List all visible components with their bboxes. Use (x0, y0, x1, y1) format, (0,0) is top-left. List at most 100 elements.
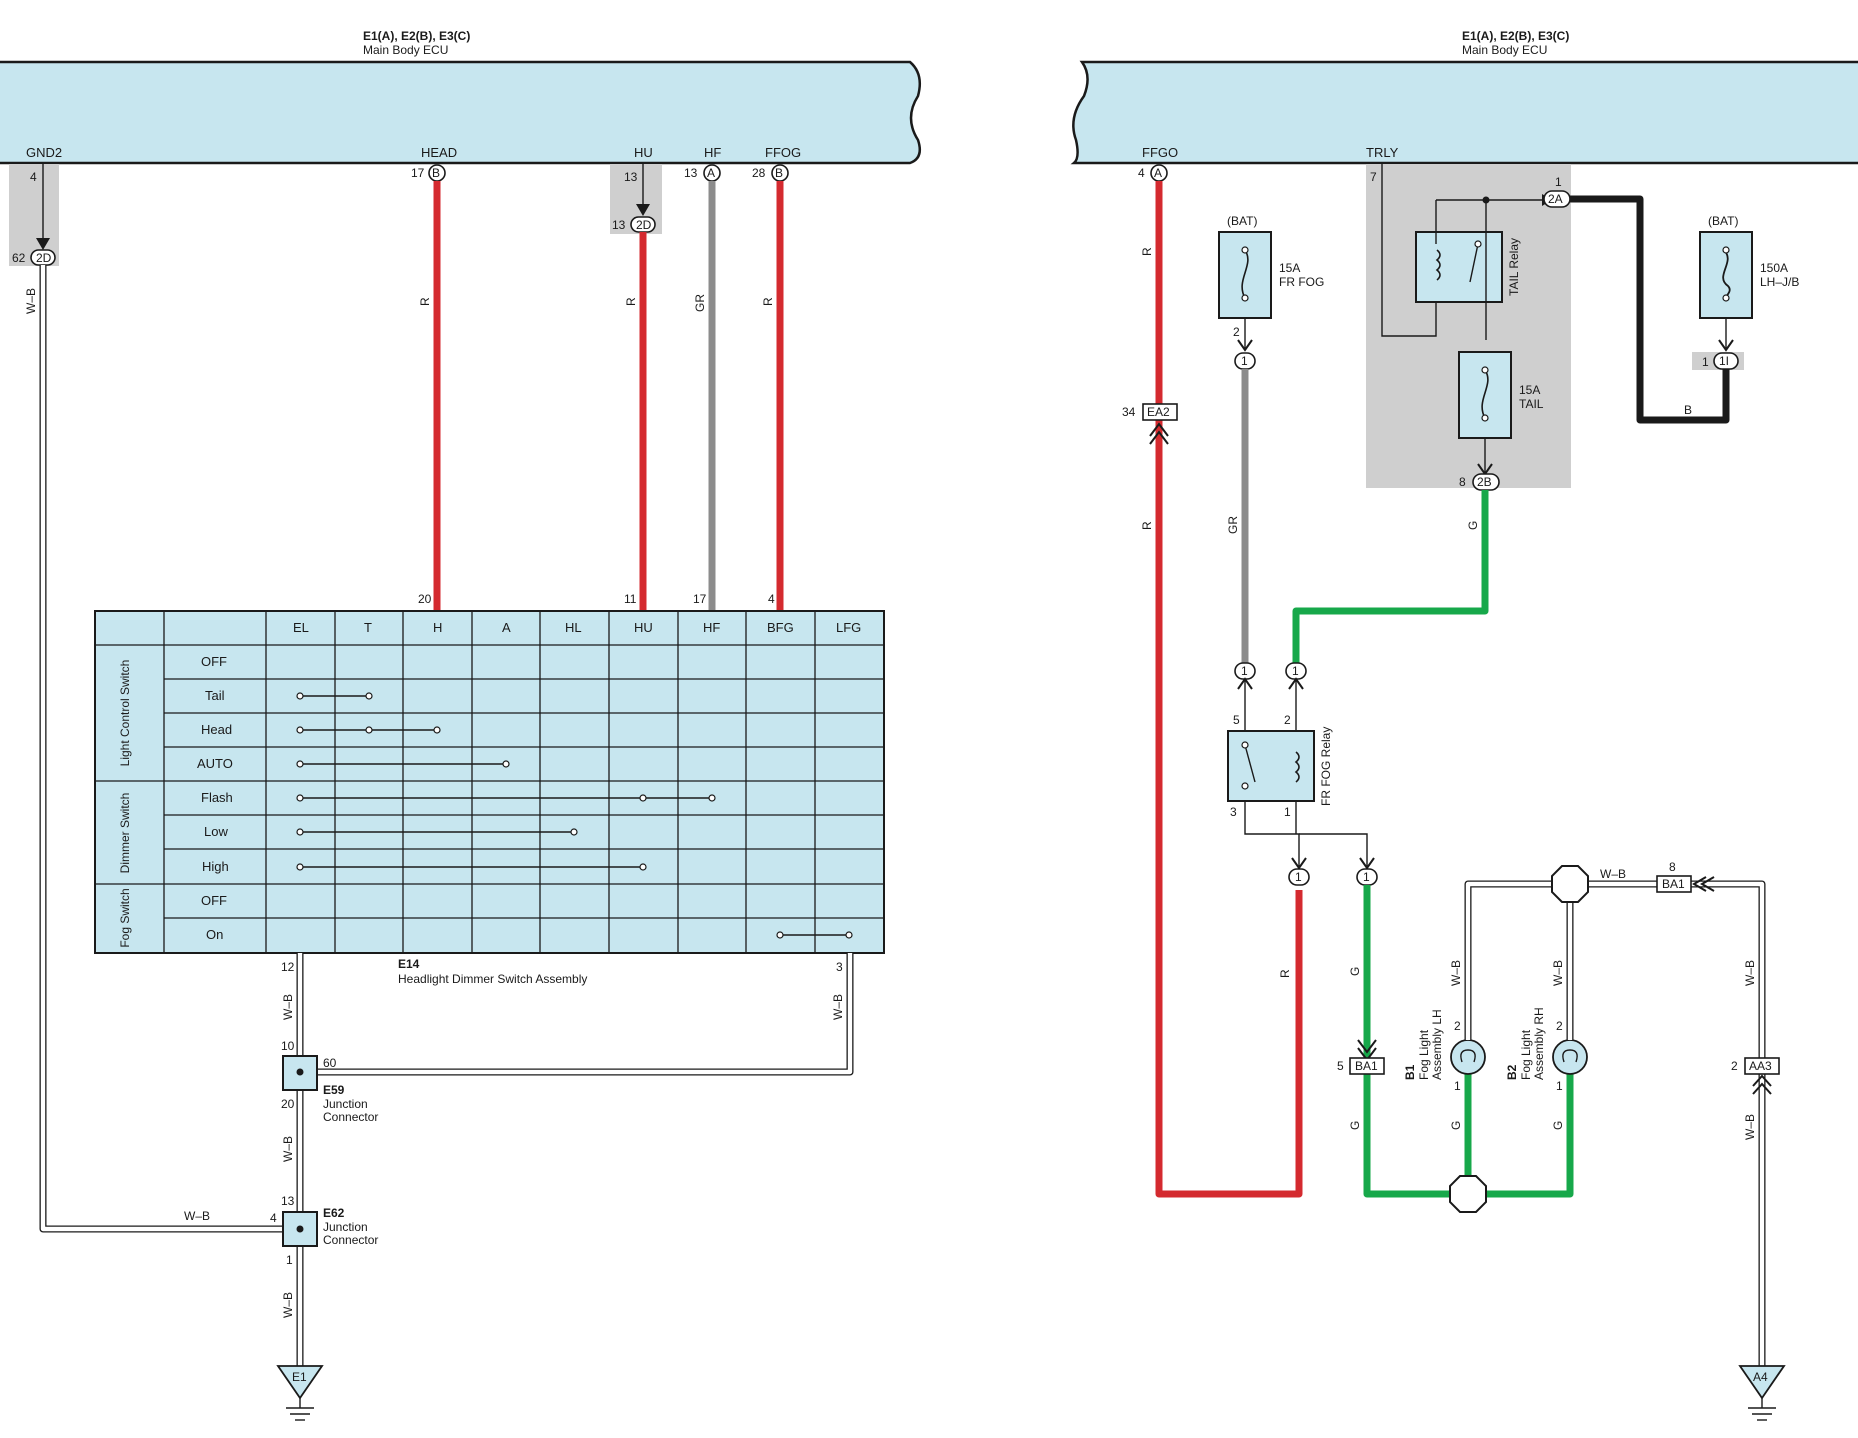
wire-lamp-rh-color: G (1551, 1121, 1565, 1130)
wire-b (1570, 195, 1730, 424)
fog-relay-out-conn-1 (1288, 868, 1310, 886)
trly-pin-num: 7 (1370, 170, 1377, 184)
row-low: Low (204, 824, 228, 839)
tail-amp: 15A (1519, 383, 1540, 397)
pin-head: HEAD (421, 145, 457, 160)
relay-frfog (1227, 730, 1315, 802)
wb-wires-right (1464, 880, 1766, 1384)
pin-trly: TRLY (1366, 145, 1399, 160)
lhjb-amp: 150A (1760, 261, 1788, 275)
sw-top-pin-4: 4 (768, 592, 775, 606)
fog-relay-p2: 2 (1284, 713, 1291, 727)
e62-pin-top: 13 (281, 1194, 295, 1208)
connector-ba1 (1349, 1057, 1385, 1075)
col-h: H (433, 620, 442, 635)
wire-fog-out-color-1: G (1348, 967, 1362, 976)
ecu-right-title: E1(A), E2(B), E3(C) (1462, 29, 1569, 43)
lhjb-name: LH–J/B (1760, 275, 1799, 289)
hf-conn-letter: A (707, 166, 715, 180)
wire-b-color: B (1684, 403, 1692, 417)
wire-relay-r-color: R (1278, 969, 1292, 978)
col-t: T (364, 620, 372, 635)
relay-block-shade (1366, 164, 1571, 488)
col-bfg: BFG (767, 620, 794, 635)
fog-relay-out-conn-1-label: 1 (1295, 870, 1302, 884)
ffgo-pin-num: 4 (1138, 166, 1145, 180)
ecu-right-subtitle: Main Body ECU (1462, 43, 1547, 57)
row-head: Head (201, 722, 232, 737)
sw-top-pin-17: 17 (693, 592, 707, 606)
frfog-amp: 15A (1279, 261, 1300, 275)
e62-id: E62 (323, 1206, 345, 1220)
lamp-lh-id: B1 (1403, 1064, 1417, 1080)
row-tail: Tail (205, 688, 225, 703)
relay-tail (1415, 231, 1503, 303)
head-conn-letter: B (432, 166, 440, 180)
wire-sw-lfg-color: W–B (831, 994, 845, 1020)
wire-lamp-lh-color: G (1449, 1121, 1463, 1130)
frfog-pin: 2 (1233, 325, 1240, 339)
col-a: A (502, 620, 511, 635)
wire-lamp-lh-wb-color: W–B (1449, 960, 1463, 986)
sw-bottom-pin-3: 3 (836, 960, 843, 974)
lamp-rh-p1: 1 (1556, 1079, 1563, 1093)
wire-fog-out-color-2: G (1348, 1121, 1362, 1130)
pin-hf: HF (704, 145, 721, 160)
pin-ffog: FFOG (765, 145, 801, 160)
ea2-chevron (1149, 422, 1169, 445)
pin-ffgo: FFGO (1142, 145, 1178, 160)
lamp-rh-name1: Fog Light (1519, 1029, 1533, 1080)
sw-top-pin-11: 11 (624, 592, 637, 606)
wire-right-wb-color-1: W–B (1743, 960, 1757, 986)
wb-wires-left (39, 265, 854, 1378)
lamp-lh-p2: 2 (1454, 1019, 1461, 1033)
splice-g (1449, 1175, 1487, 1213)
e62-pin-side: 4 (270, 1211, 277, 1225)
e62-name2: Connector (323, 1233, 378, 1247)
gnd2-2d-label: 2D (36, 251, 52, 265)
fog-relay-in-conn-1-label: 1 (1241, 664, 1248, 678)
e59-id: E59 (323, 1083, 345, 1097)
e62-pin-bottom: 1 (286, 1253, 293, 1267)
aa3-pin: 2 (1731, 1059, 1738, 1073)
wire-hu-color: R (624, 297, 638, 306)
lamp-lh-p1: 1 (1454, 1079, 1461, 1093)
wire-sw-e59-color: W–B (281, 994, 295, 1020)
lamp-lh-name1: Fog Light (1417, 1029, 1431, 1080)
tail-relay-conn-label: 2A (1548, 192, 1563, 206)
e59-name2: Connector (323, 1110, 378, 1124)
col-lfg: LFG (836, 620, 861, 635)
ground-e1-icon (276, 1365, 324, 1421)
lamp-rh-id: B2 (1505, 1064, 1519, 1080)
wire-right-wb-color-2: W–B (1743, 1114, 1757, 1140)
row-off: OFF (201, 654, 227, 669)
wire-gnd-e62-color: W–B (184, 1209, 210, 1223)
fog-relay-p5: 5 (1233, 713, 1240, 727)
wire-head-color: R (418, 297, 432, 306)
gnd2-arrow (36, 238, 50, 250)
e59-pin-side: 60 (323, 1056, 337, 1070)
connector-ba1-top (1656, 875, 1692, 893)
sw-top-pin-20: 20 (418, 592, 432, 606)
lhjb-bat: (BAT) (1708, 214, 1738, 228)
ba1-top-pin: 8 (1669, 860, 1676, 874)
wire-hf-color: GR (693, 294, 707, 312)
ecu-right-body (1070, 60, 1858, 165)
fog-relay-in-conn-2-label: 1 (1292, 664, 1299, 678)
lhjb-pin: 1 (1702, 355, 1709, 369)
fuse-lhjb (1699, 231, 1753, 319)
wire-lamp-rh-wb-color: W–B (1551, 960, 1565, 986)
row-on: On (206, 927, 223, 942)
ea2-pin: 34 (1122, 405, 1136, 419)
ground-e1-label: E1 (292, 1370, 307, 1384)
row-fog-off: OFF (201, 893, 227, 908)
hu-2d-pin: 13 (612, 218, 626, 232)
tail-conn-label: 2B (1477, 475, 1492, 489)
ea2-label: EA2 (1147, 405, 1170, 419)
ffog-conn-letter: B (775, 166, 783, 180)
tail-name: TAIL (1519, 397, 1544, 411)
row-auto: AUTO (197, 756, 233, 771)
ecu-left-subtitle: Main Body ECU (363, 43, 448, 57)
wire-ffgo (1155, 181, 1303, 1198)
frfog-bat: (BAT) (1227, 214, 1257, 228)
